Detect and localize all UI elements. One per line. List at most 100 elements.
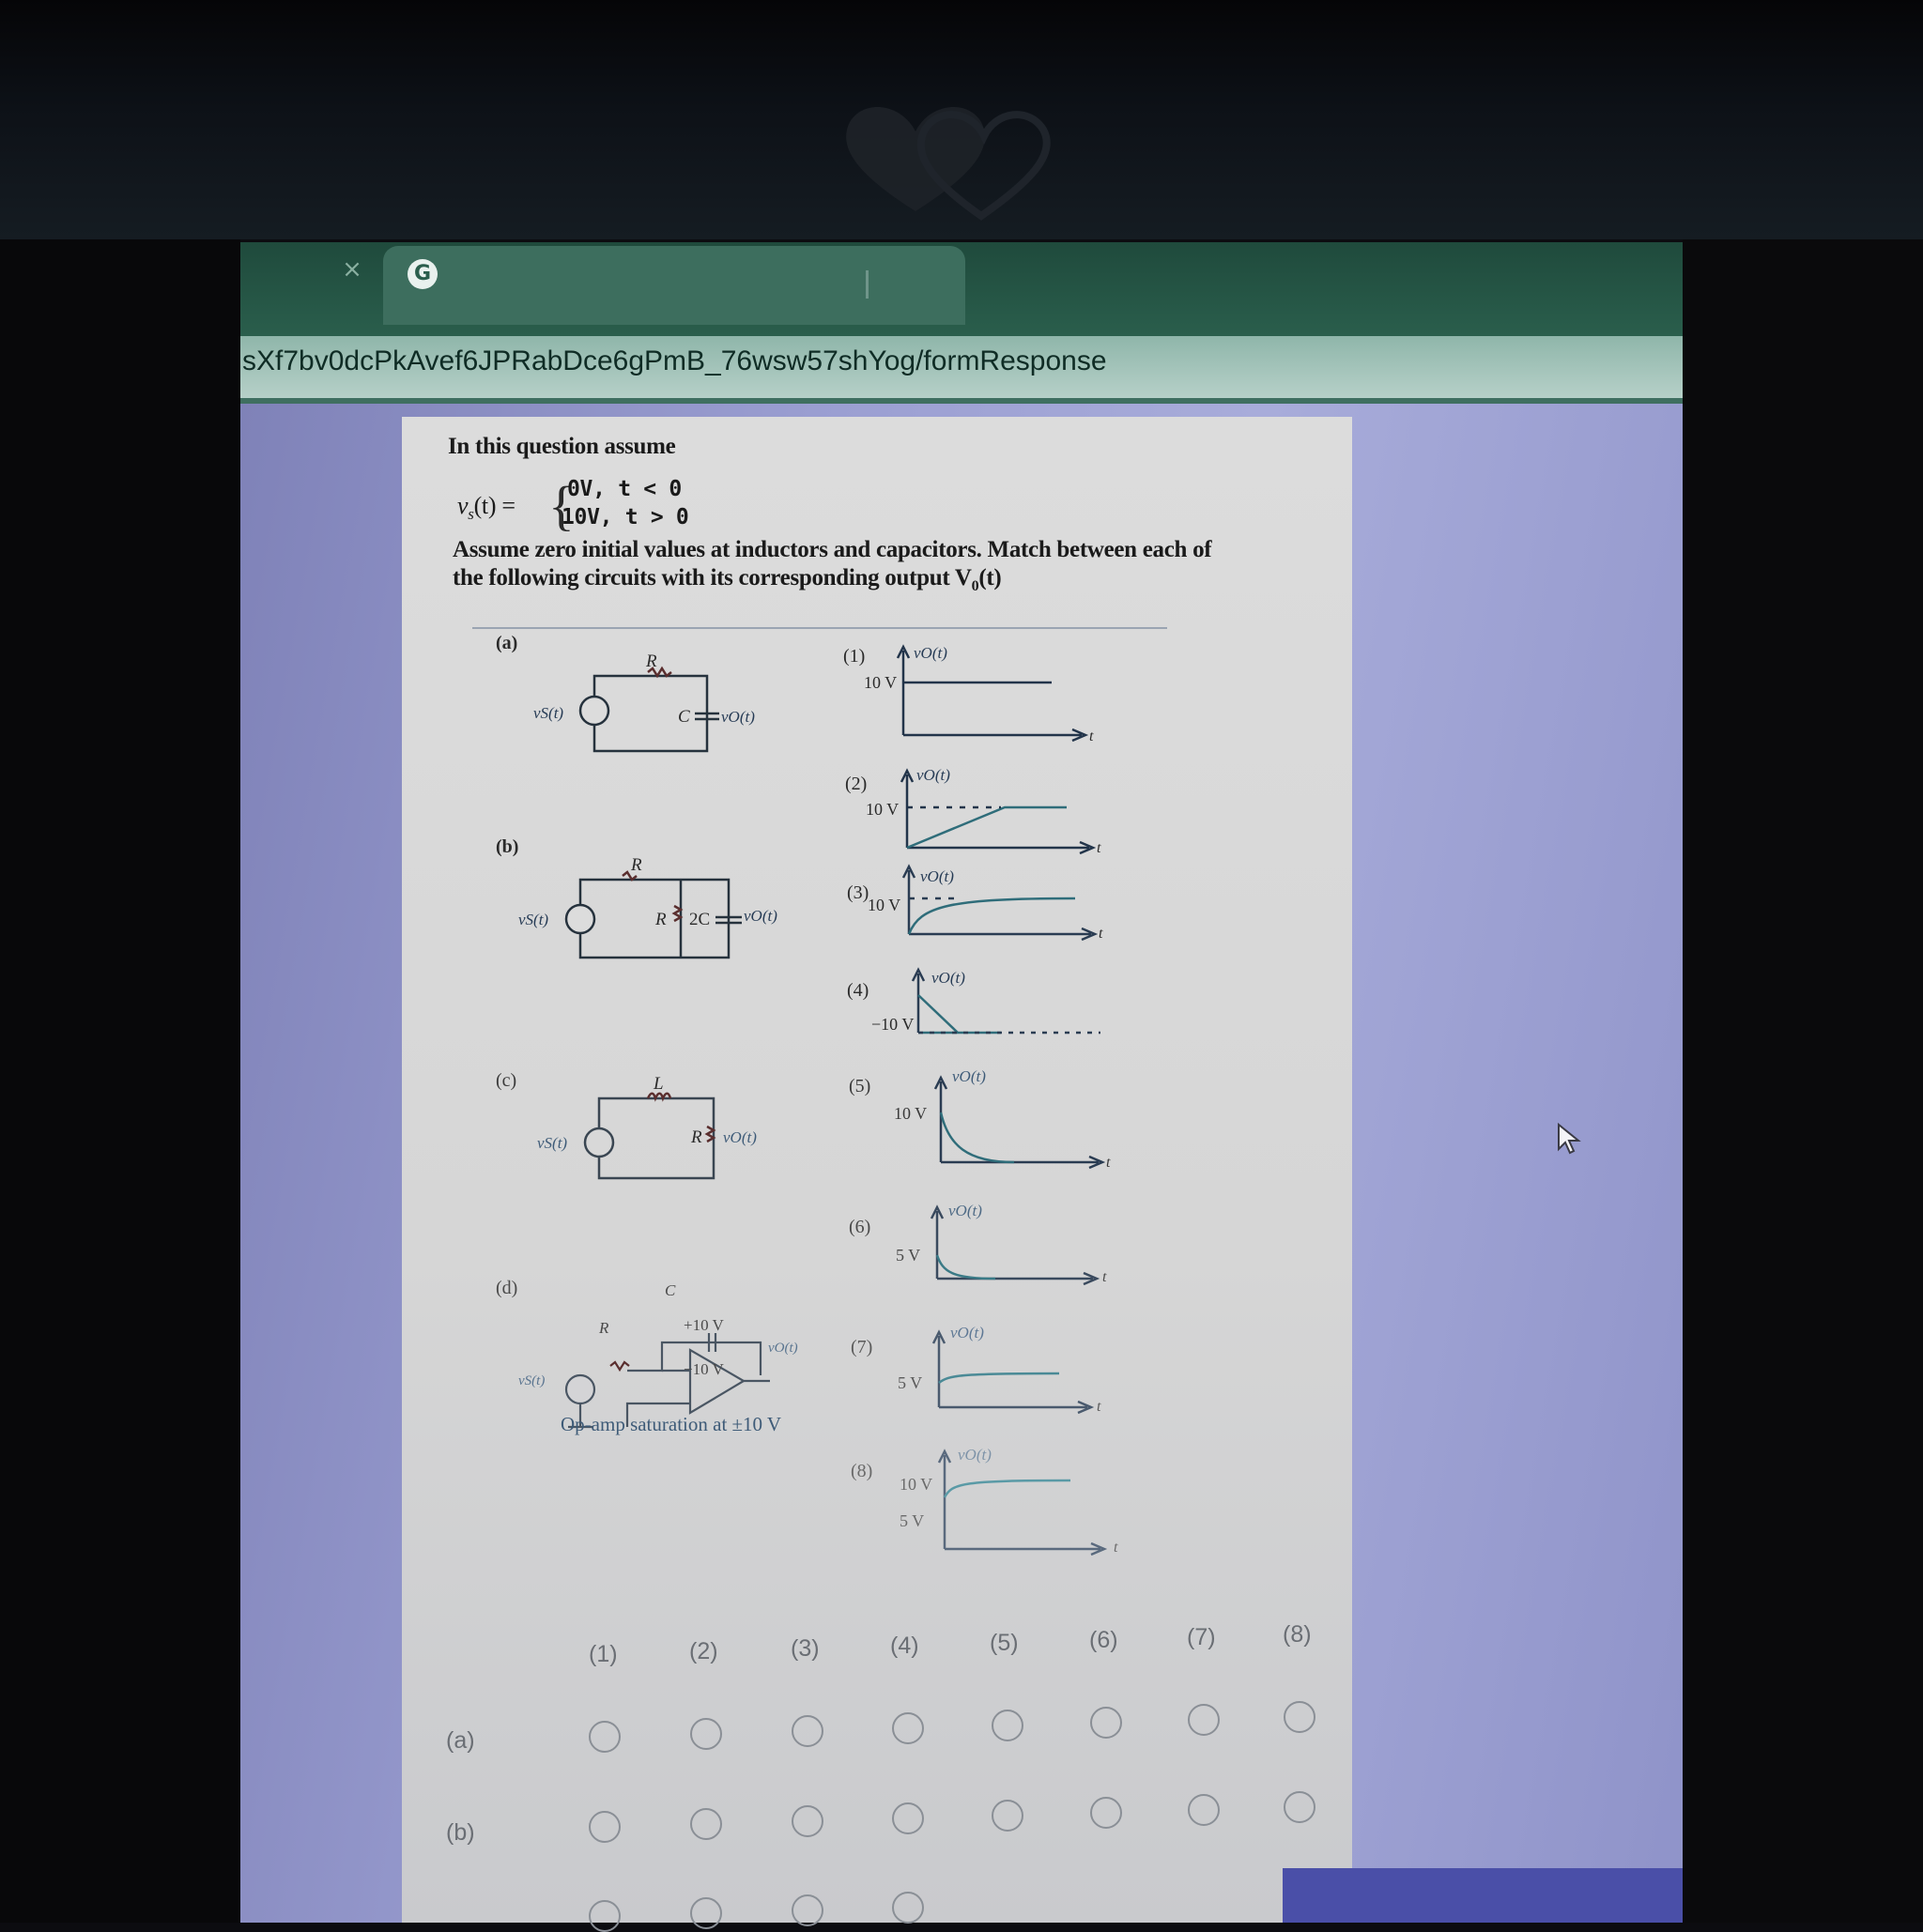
circuit-c-inductor-label: L [653, 1074, 664, 1094]
circuit-d-resistor-label: R [598, 1319, 609, 1337]
question-intro: In this question assume [448, 434, 676, 459]
radio-c-3[interactable] [792, 1894, 823, 1926]
matrix-column-7: (7) [1187, 1624, 1216, 1650]
matrix-column-3: (3) [791, 1635, 820, 1662]
output-8-axis-label: vO(t) [958, 1446, 992, 1464]
output-7-label: (7) [851, 1337, 872, 1357]
circuit-a-output-label: vO(t) [721, 708, 755, 726]
vs-symbol: v [457, 492, 469, 519]
circuit-c-output-label: vO(t) [723, 1128, 757, 1146]
circuit-c [583, 1092, 716, 1180]
output-4-axis-label: vO(t) [931, 969, 965, 987]
output-8-plot [937, 1449, 1108, 1556]
output-4-plot [911, 967, 1100, 1035]
opamp-caption: Op-amp saturation at ±10 V [561, 1413, 782, 1435]
circuit-b-resistor-label: R [630, 855, 642, 875]
radio-a-3[interactable] [792, 1715, 823, 1747]
radio-c-4[interactable] [892, 1892, 924, 1924]
question-divider [472, 627, 1167, 629]
question-line-1: Assume zero initial values at inductors … [453, 537, 1212, 562]
vs-subscript: s [468, 505, 474, 524]
output-6-plot [930, 1204, 1100, 1286]
radio-b-1[interactable] [589, 1811, 621, 1843]
output-8-label: (8) [851, 1461, 872, 1481]
output-7-plot [931, 1329, 1095, 1415]
output-2-t-label: t [1097, 840, 1101, 856]
circuit-d [564, 1333, 770, 1429]
output-1-plot [896, 644, 1089, 743]
output-6-label: (6) [849, 1217, 870, 1237]
output-6-level: 5 V [896, 1246, 920, 1265]
radio-b-5[interactable] [992, 1800, 1023, 1832]
output-3-t-label: t [1099, 926, 1103, 942]
radio-c-2[interactable] [690, 1897, 722, 1929]
matrix-column-5: (5) [990, 1630, 1019, 1656]
address-bar[interactable] [240, 336, 1683, 404]
output-1-t-label: t [1089, 728, 1094, 744]
output-8-level-10: 10 V [900, 1475, 932, 1494]
radio-a-5[interactable] [992, 1710, 1023, 1741]
matrix-column-6: (6) [1089, 1627, 1118, 1653]
circuit-d-output-label: vO(t) [768, 1341, 798, 1356]
output-8-level-5: 5 V [900, 1511, 924, 1530]
output-5-t-label: t [1106, 1155, 1111, 1171]
tab-separator [866, 270, 869, 299]
circuit-a [578, 666, 719, 753]
question-line-2-tail: (t) [978, 565, 1002, 590]
radio-b-8[interactable] [1284, 1791, 1315, 1823]
circuit-b-output-label: vO(t) [744, 907, 777, 925]
radio-a-7[interactable] [1188, 1704, 1220, 1736]
browser-tab-active[interactable] [383, 246, 965, 325]
circuit-b-capacitor-label: 2C [689, 910, 710, 929]
output-3-level: 10 V [868, 896, 900, 914]
output-5-plot [933, 1075, 1106, 1170]
circuit-c-resistor-label: R [690, 1127, 702, 1147]
matrix-column-2: (2) [689, 1638, 718, 1664]
circuit-d-positive-rail-label: +10 V [684, 1316, 725, 1334]
url-text[interactable]: sXf7bv0dcPkAvef6JPRabDce6gPmB_76wsw57shY… [242, 345, 1107, 376]
radio-b-7[interactable] [1188, 1794, 1220, 1826]
circuit-c-label: (c) [496, 1070, 516, 1091]
output-3-axis-label: vO(t) [920, 867, 954, 885]
circuit-b-source-label: vS(t) [518, 911, 548, 928]
output-8-t-label: t [1114, 1540, 1118, 1556]
output-7-t-label: t [1097, 1399, 1101, 1415]
output-7-level: 5 V [898, 1373, 922, 1392]
radio-b-2[interactable] [690, 1808, 722, 1840]
output-1-axis-label: vO(t) [914, 644, 947, 662]
radio-a-1[interactable] [589, 1721, 621, 1753]
radio-a-6[interactable] [1090, 1707, 1122, 1739]
vs-argument: (t) = [473, 492, 516, 519]
close-tab-icon[interactable]: × [342, 255, 362, 284]
monitor-bezel-right [1683, 239, 1923, 1923]
mouse-cursor-icon [1558, 1123, 1581, 1155]
output-3-plot [901, 864, 1099, 942]
circuit-a-source-label: vS(t) [533, 704, 563, 722]
matrix-column-1: (1) [589, 1641, 618, 1667]
circuit-b [564, 870, 742, 959]
circuit-a-capacitor-label: C [678, 707, 690, 727]
output-4-label: (4) [847, 980, 869, 1001]
monitor-bezel-left [0, 239, 240, 1923]
output-6-axis-label: vO(t) [948, 1202, 982, 1219]
heart-decoration-icon [846, 106, 1051, 221]
matrix-row-a: (a) [446, 1727, 475, 1754]
output-1-label: (1) [843, 646, 865, 667]
circuit-c-source-label: vS(t) [537, 1134, 567, 1152]
question-line-2-subscript: 0 [971, 578, 979, 594]
output-4-level: −10 V [871, 1015, 914, 1034]
radio-b-4[interactable] [892, 1802, 924, 1834]
radio-a-8[interactable] [1284, 1701, 1315, 1733]
radio-b-6[interactable] [1090, 1797, 1122, 1829]
question-line-2-text: the following circuits with its correspo… [453, 565, 972, 590]
circuits-figure: (a) vS(t) R C vO(t) (b) vS(t) R R 2C vO(… [496, 633, 1118, 1556]
vs-case-1: 0V, t < 0 [567, 477, 682, 501]
output-7-axis-label: vO(t) [950, 1324, 984, 1342]
radio-a-2[interactable] [690, 1718, 722, 1750]
radio-c-1[interactable] [589, 1900, 621, 1932]
radio-b-3[interactable] [792, 1805, 823, 1837]
radio-a-4[interactable] [892, 1712, 924, 1744]
circuit-d-negative-rail-label: −10 V [684, 1360, 725, 1378]
circuit-a-resistor-label: R [645, 652, 657, 671]
circuit-b-parallel-resistor-label: R [654, 910, 667, 929]
